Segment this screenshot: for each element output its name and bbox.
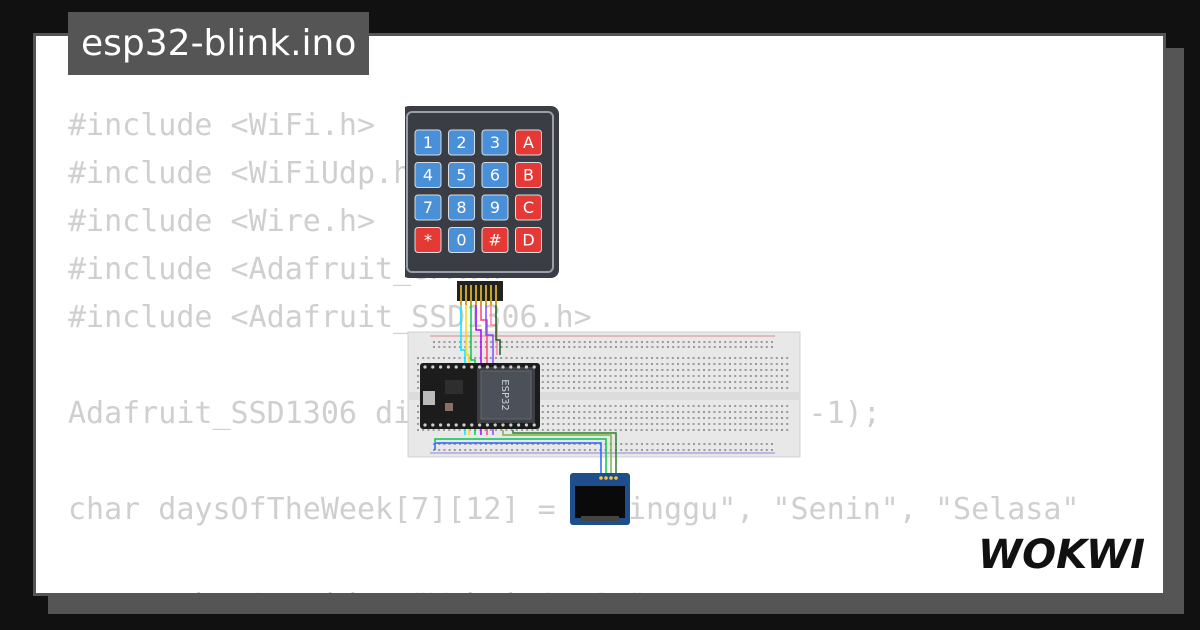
keypad-key-label: 9 [490,198,500,217]
esp32-pin [485,423,489,427]
keypad-key-7[interactable]: 7 [414,194,442,221]
keypad-key-B[interactable]: B [515,162,542,188]
esp32-pin [470,423,474,427]
wokwi-logo: WOKWI [978,532,1145,578]
preview-card: #include <WiFi.h> #include <WiFiUdp.h> #in… [33,33,1166,596]
esp32-pin [462,423,466,427]
file-title-tab: esp32-blink.ino [68,12,370,75]
keypad-key-label: 4 [423,166,433,185]
code-line [68,534,1079,582]
esp32-pin [454,365,458,369]
esp32-pin [501,423,505,427]
keypad-pin [485,285,487,305]
keypad-key-0[interactable]: 0 [448,227,475,253]
keypad-key-3[interactable]: 3 [481,129,509,156]
esp32-pin [431,365,435,369]
esp32-pin [532,365,536,369]
esp32-pin [493,365,497,369]
esp32-pin [439,365,443,369]
esp32-pin [509,365,513,369]
keypad-key-4[interactable]: 4 [414,162,442,188]
esp32-chip-label: ESP32 [499,379,510,410]
oled-pin [614,476,618,480]
code-line: #include <WiFiUdp.h> [68,156,430,191]
code-line: #include <WiFi.h> [68,108,376,143]
esp32-pin [501,365,505,369]
oled-pin [599,476,603,480]
keypad-key-label: 5 [456,166,466,185]
keypad-key-*[interactable]: * [414,227,442,253]
keypad-key-label: A [523,133,534,152]
oled-wires [434,430,617,477]
keypad-pin [480,285,482,305]
wokwi-logo-text: WOKWI [978,532,1145,578]
esp32-pin [439,423,443,427]
esp32-pin [524,365,528,369]
keypad-key-label: C [523,198,534,217]
esp32-pin [470,365,474,369]
keypad-key-label: 2 [456,133,466,152]
esp32-pin [423,365,427,369]
esp32-pin [517,365,521,369]
keypad-key-#[interactable]: # [481,227,509,253]
oled-pin [604,476,608,480]
esp32-pin [423,423,427,427]
esp32-pin [431,423,435,427]
keypad-key-label: 7 [423,198,433,217]
keypad-key-8[interactable]: 8 [448,194,475,221]
keypad-pin [460,285,462,305]
keypad-key-label: D [522,231,534,250]
keypad-key-label: 8 [456,198,466,217]
esp32-pin [509,423,513,427]
keypad-key-6[interactable]: 6 [481,162,509,188]
esp32-pin [517,423,521,427]
circuit-diagram: 1 2 3 A 4 5 6 B 7 8 9 C * 0 # D ESP32 [405,106,801,525]
esp32-pin [462,365,466,369]
keypad-key-label: * [424,231,432,250]
keypad-key-label: 0 [456,231,466,250]
keypad-key-label: # [488,231,501,250]
keypad-key-A[interactable]: A [515,129,542,156]
esp32-board[interactable]: ESP32 [420,363,540,429]
keypad-key-label: 6 [490,166,500,185]
keypad-key-label: 1 [423,133,433,152]
oled-display[interactable] [570,473,630,525]
keypad-key-D[interactable]: D [515,227,542,253]
esp32-pin [478,423,482,427]
code-line: #include <Wire.h> [68,204,376,239]
keypad-key-2[interactable]: 2 [448,129,475,156]
esp32-pin [493,423,497,427]
esp32-pin [485,365,489,369]
esp32-pin [446,423,450,427]
keypad-key-label: 3 [490,133,500,152]
esp32-pin [454,423,458,427]
esp32-pin [532,423,536,427]
keypad-key-label: B [523,166,534,185]
keypad-pin [490,285,492,305]
esp32-pin [478,365,482,369]
keypad-pin [475,285,477,305]
code-line: const char* ssid = "Wokwi-GUEST"; [68,582,1079,593]
esp32-pin [524,423,528,427]
keypad-4x4[interactable]: 1 2 3 A 4 5 6 B 7 8 9 C * 0 # D [405,106,559,305]
keypad-key-5[interactable]: 5 [448,162,475,188]
keypad-pin [470,285,472,305]
keypad-key-1[interactable]: 1 [414,129,442,156]
keypad-key-C[interactable]: C [515,194,542,221]
keypad-key-9[interactable]: 9 [481,194,509,221]
oled-pin [609,476,613,480]
code-line: #include <Adafruit_SSD1306.h> [68,300,592,335]
keypad-pin [465,285,467,305]
keypad-pin [495,285,497,305]
esp32-pin [446,365,450,369]
